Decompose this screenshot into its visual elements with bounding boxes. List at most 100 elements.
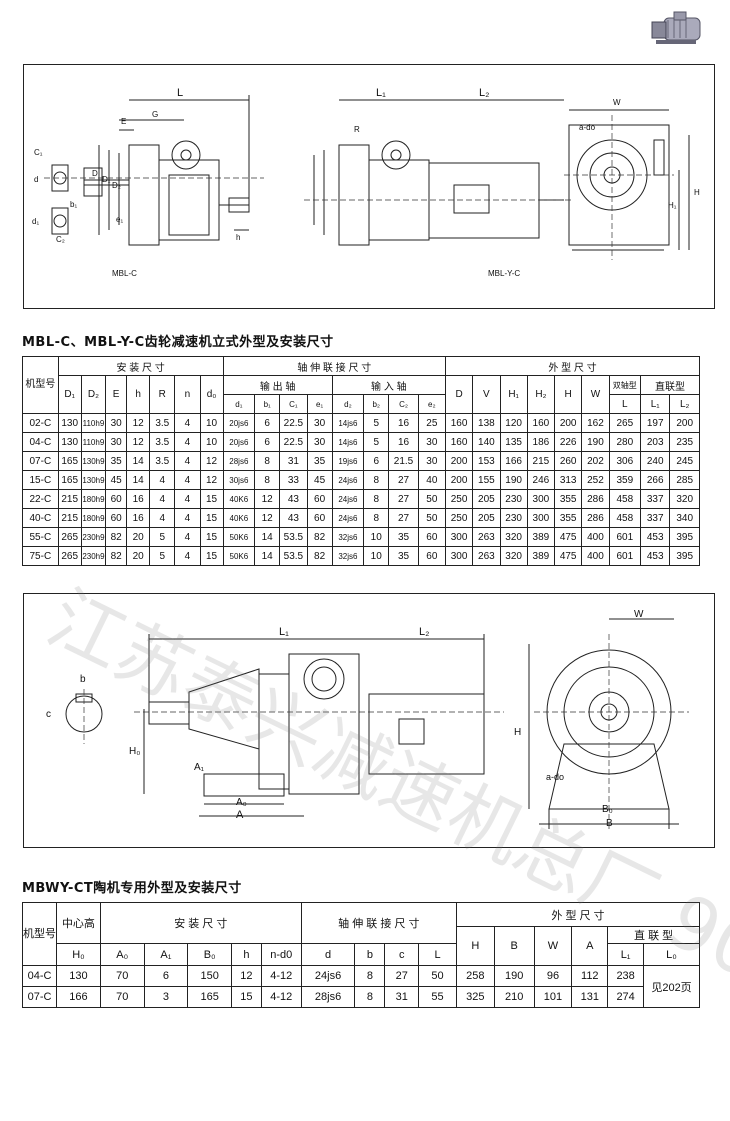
dim2-A1: A₁ [194,762,205,773]
table-cell: 202 [581,451,610,471]
th-D1: D₁ [57,375,82,414]
table-cell: 33 [279,470,308,490]
table-cell: 20js6 [222,432,256,452]
th2-H0: H₀ [56,943,101,966]
th2-W: W [533,926,573,966]
table-cell: 475 [554,527,583,547]
dim-C1: C₁ [34,148,43,157]
table-cell: 4 [174,413,201,433]
th2-B0: B₀ [187,943,233,966]
table-cell: 15 [199,546,224,566]
th-e2: e₂ [417,394,446,414]
table-cell: 389 [526,527,556,547]
table-cell: 286 [581,508,610,528]
dim-b1: b₁ [70,200,78,209]
table-cell: 601 [608,546,642,566]
table-cell: 30 [417,432,446,452]
table-cell: 230 [499,489,528,509]
table-cell: 458 [608,489,642,509]
th-shaft: 轴 伸 联 接 尺 寸 [222,356,446,376]
th-b2: b₂ [363,394,390,414]
table-cell: 31 [279,451,308,471]
table-cell: 53.5 [279,527,308,547]
th-outline: 外 型 尺 寸 [444,356,701,376]
table-cell: 82 [105,546,128,566]
table-cell: 8 [363,470,390,490]
table-cell: 12 [254,489,281,509]
table-cell: 14js6 [331,413,365,433]
table1-spec: 机型号 安 装 尺 寸 轴 伸 联 接 尺 寸 外 型 尺 寸 D₁ D₂ E … [22,356,701,566]
table-cell: 265 [57,546,82,566]
table-cell: 12 [254,508,281,528]
drawing-frame-mbwy-ct: L₁ L₂ W H H₀ A₁ A₀ A B₀ B b c a-do [23,593,715,848]
table-cell: 6 [143,965,189,987]
table-cell: 35 [388,527,419,547]
table-cell: 35 [306,451,333,471]
th-d1: d₁ [222,394,256,414]
table-cell: 101 [533,986,573,1008]
table-cell: 35 [388,546,419,566]
table-cell: 30 [306,413,333,433]
table-cell: 355 [554,508,583,528]
table-cell: 120 [499,413,528,433]
table-cell: 246 [526,470,556,490]
table-cell: 165 [57,470,82,490]
table-cell: 12 [231,965,262,987]
table-cell: 215 [526,451,556,471]
dim-C2: C₂ [56,235,65,244]
table-cell: 3.5 [149,413,176,433]
table-cell: 200 [554,413,583,433]
table-cell: 22.5 [279,432,308,452]
table-cell: 02-C [22,413,59,433]
th-R: R [149,375,176,414]
table-cell: 16 [126,489,151,509]
table-cell: 389 [526,546,556,566]
table-cell: 3.5 [149,451,176,471]
dim2-B0: B₀ [602,804,613,815]
table-cell: 400 [581,527,610,547]
table-cell: 252 [581,470,610,490]
table-cell: 30js6 [222,470,256,490]
dim2-L2: L₂ [419,626,430,638]
th-C1: C₁ [279,394,308,414]
th2-A1: A₁ [143,943,189,966]
th-V: V [472,375,501,414]
table-cell: 6 [363,451,390,471]
table-cell: 400 [581,546,610,566]
th2-d: d [300,943,356,966]
dim-H1: H₁ [668,201,677,210]
th-install: 安 装 尺 寸 [57,356,224,376]
dim-a-do: a-do [579,123,596,132]
table-cell: 28js6 [300,986,356,1008]
th-model: 机型号 [22,356,59,414]
table-cell: 30 [306,432,333,452]
table2-title: MBWY-CT陶机专用外型及安装尺寸 [22,881,242,896]
table-cell: 230h9 [80,527,107,547]
th2-A: A [571,926,609,966]
table1-title: MBL-C、MBL-Y-C齿轮减速机立式外型及安装尺寸 [22,335,334,350]
table-cell: 96 [533,965,573,987]
table-cell: 230h9 [80,546,107,566]
th2-H: H [455,926,495,966]
dim-D2: D₂ [112,181,121,190]
dim2-H: H [514,727,522,738]
th-output-shaft: 输 出 轴 [222,375,333,395]
table-cell: 82 [306,546,333,566]
table-cell: 8 [254,470,281,490]
table2-spec: 机型号 中心高 安 装 尺 寸 轴 伸 联 接 尺 寸 外 型 尺 寸 H B … [22,902,701,1008]
th-D: D [444,375,474,414]
table-cell: 40K6 [222,489,256,509]
table-cell: 238 [607,965,645,987]
table-cell: 263 [472,527,501,547]
table-cell: 04-C [22,432,59,452]
dim-L1: L₁ [376,87,386,99]
table-cell: 82 [306,527,333,547]
th-h: h [126,375,151,414]
table-cell: 20 [126,546,151,566]
table-cell: 30 [105,432,128,452]
